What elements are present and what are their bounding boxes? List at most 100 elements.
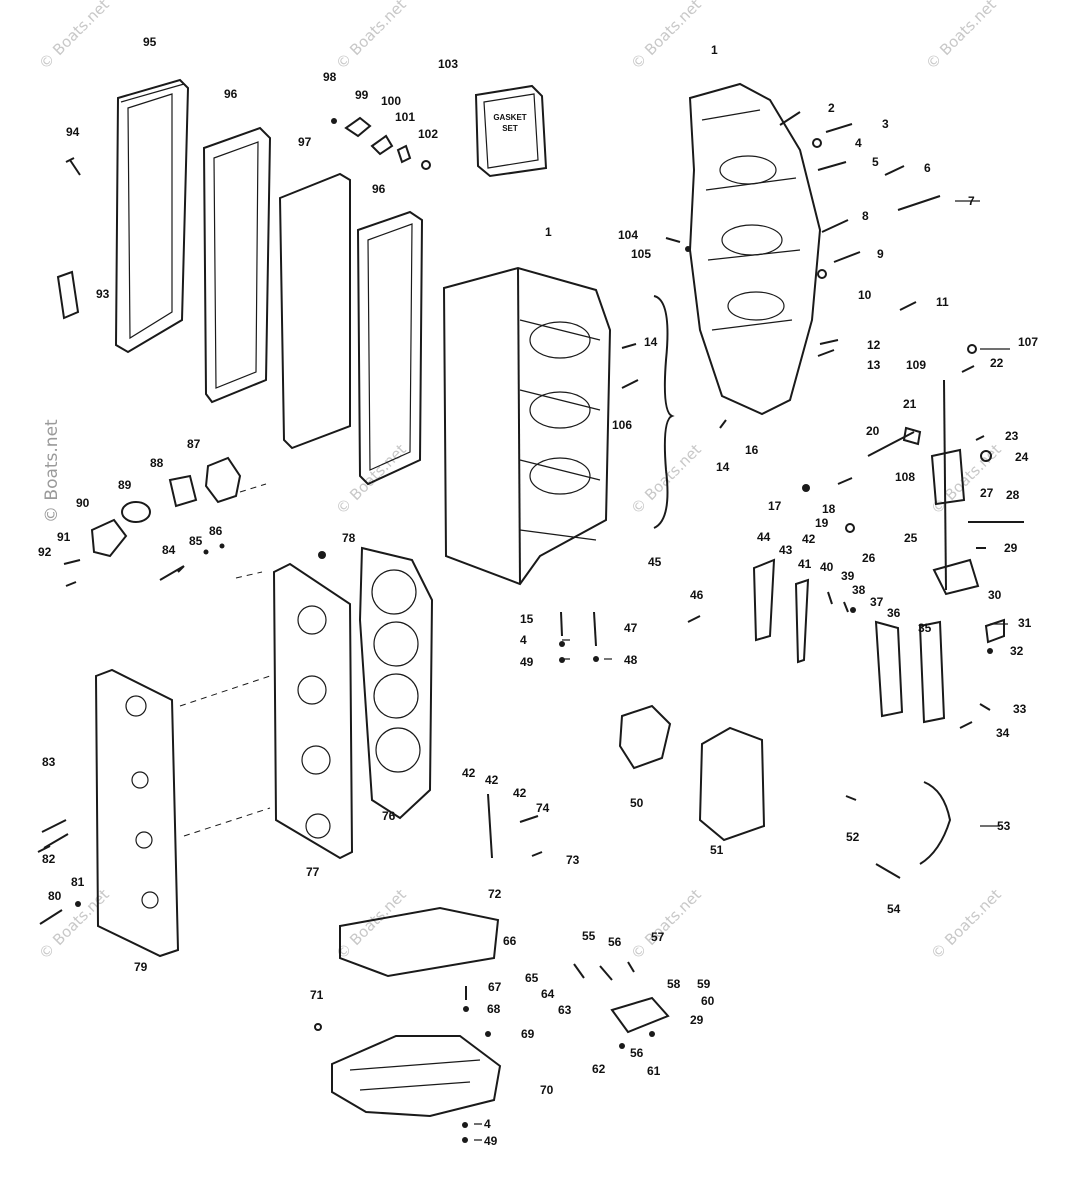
part-96-gasket [202, 126, 272, 404]
callout: 99 [355, 88, 369, 102]
callout: 96 [224, 87, 238, 101]
part-4-washer [462, 1122, 468, 1128]
callout: 64 [541, 987, 555, 1001]
part-71 [314, 1023, 322, 1031]
callout: 4 [520, 633, 527, 647]
callout: 31 [1018, 616, 1032, 630]
part-98 [331, 118, 337, 124]
callout: 10 [858, 288, 872, 302]
callout: 98 [323, 70, 337, 84]
callout: 14 [716, 460, 730, 474]
callout: 25 [904, 531, 918, 545]
gasket-label-line-1: GASKET [493, 113, 527, 122]
part-49-nut [559, 657, 565, 663]
callout: 55 [582, 929, 596, 943]
callout: 69 [521, 1027, 535, 1041]
callout: 66 [503, 934, 517, 948]
callout: 42 [802, 532, 816, 546]
part-93-plate [56, 270, 80, 320]
callout: 46 [690, 588, 704, 602]
part-74 [519, 815, 539, 823]
part-83-spark-plug [37, 833, 69, 853]
callout: 108 [895, 470, 916, 484]
part-81-washer [75, 901, 81, 907]
callout: 70 [540, 1083, 554, 1097]
callout: 105 [631, 247, 652, 261]
callout: 74 [536, 801, 550, 815]
callout: 59 [697, 977, 711, 991]
callout: 95 [143, 35, 157, 49]
callout: 67 [488, 980, 502, 994]
callout: 23 [1005, 429, 1019, 443]
callout: 61 [647, 1064, 661, 1078]
callout: 6 [924, 161, 931, 175]
callout: 28 [1006, 488, 1020, 502]
part-33 [979, 703, 991, 711]
callout: 101 [395, 110, 416, 124]
alignment-line [239, 483, 267, 493]
callout: 20 [866, 424, 880, 438]
part-24 [980, 450, 992, 462]
gasket-set-label: GASKET SET [488, 112, 532, 134]
part-106-pin [621, 379, 639, 389]
part-107 [967, 344, 977, 354]
part-72-link [487, 793, 493, 859]
callout: 107 [1018, 335, 1039, 349]
callout: 2 [828, 101, 835, 115]
callout: 42 [462, 766, 476, 780]
callout: 8 [862, 209, 869, 223]
callout: 37 [870, 595, 884, 609]
callout: 29 [1004, 541, 1018, 555]
crankcase-bolts [779, 111, 941, 357]
callout: 16 [745, 443, 759, 457]
part-103-gasket-set-box [474, 84, 548, 178]
part-23 [975, 435, 985, 441]
part-100 [370, 134, 394, 156]
part-53-hose [919, 781, 952, 865]
part-37 [850, 607, 856, 613]
callout: 88 [150, 456, 164, 470]
callout: 72 [488, 887, 502, 901]
part-41-link [794, 578, 810, 664]
gasket-label-line-2: SET [502, 124, 518, 134]
callout: 24 [1015, 450, 1029, 464]
callout: 93 [96, 287, 110, 301]
part-104 [665, 237, 681, 243]
part-36-bracket [874, 620, 904, 718]
part-94-screw [65, 157, 81, 176]
part-44-arm [752, 558, 776, 642]
callout: 21 [903, 397, 917, 411]
part-109-rod [943, 379, 947, 591]
part-66-gasket [339, 906, 500, 978]
callout: 52 [846, 830, 860, 844]
callout: 80 [48, 889, 62, 903]
callout: 109 [906, 358, 927, 372]
part-70-base [331, 1035, 502, 1118]
part-32 [987, 648, 993, 654]
callout: 73 [566, 853, 580, 867]
callout: 65 [525, 971, 539, 985]
callout: 4 [855, 136, 862, 150]
callout: 39 [841, 569, 855, 583]
callout: 58 [667, 977, 681, 991]
callout: 103 [438, 57, 459, 71]
callout: 19 [815, 516, 829, 530]
callout: 32 [1010, 644, 1024, 658]
callout: 77 [306, 865, 320, 879]
callout: 76 [382, 809, 396, 823]
part-101 [396, 144, 412, 164]
callout: 13 [867, 358, 881, 372]
callout: 86 [209, 524, 223, 538]
callout: 57 [651, 930, 665, 944]
leader-line [562, 639, 570, 660]
callout: 27 [980, 486, 994, 500]
part-38b [843, 601, 849, 613]
callout: 38 [852, 583, 866, 597]
callout: 15 [520, 612, 534, 626]
callout: 1 [545, 225, 552, 239]
callout: 7 [968, 194, 975, 208]
callout: 89 [118, 478, 132, 492]
callout: 35 [918, 621, 932, 635]
callout: 30 [988, 588, 1002, 602]
